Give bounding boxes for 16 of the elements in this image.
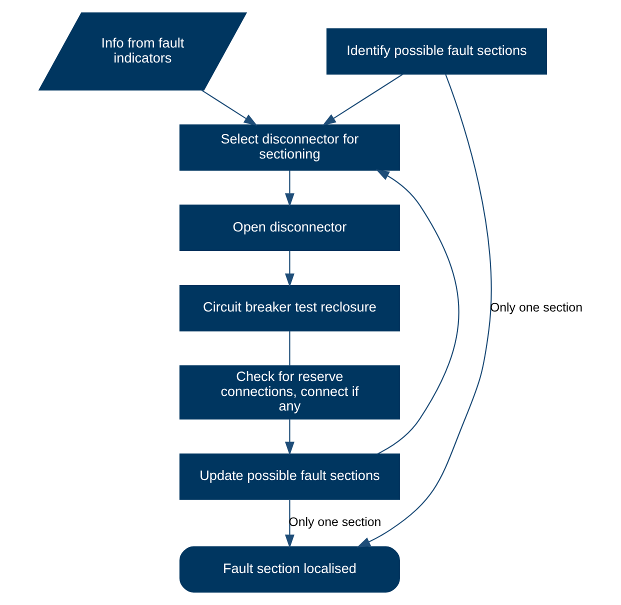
node-box: Open disconnector <box>179 204 400 252</box>
arrow <box>200 89 258 126</box>
arrow <box>284 250 294 288</box>
arrow <box>284 419 294 456</box>
arrow <box>284 500 294 548</box>
node-box: Fault section localised <box>179 546 400 593</box>
connector <box>289 330 290 366</box>
arrow <box>376 169 460 455</box>
arrow <box>284 170 294 207</box>
node-box: Check for reserve connections, connect if any <box>179 365 400 420</box>
node-box: Identify possible fault sections <box>326 28 547 75</box>
arrow <box>356 74 492 548</box>
node-box: Circuit breaker test reclosure <box>179 284 400 332</box>
node-box: Update possible fault sections <box>179 453 400 500</box>
node-box: Select disconnector for sectioning <box>179 124 400 171</box>
arrow <box>322 74 404 126</box>
